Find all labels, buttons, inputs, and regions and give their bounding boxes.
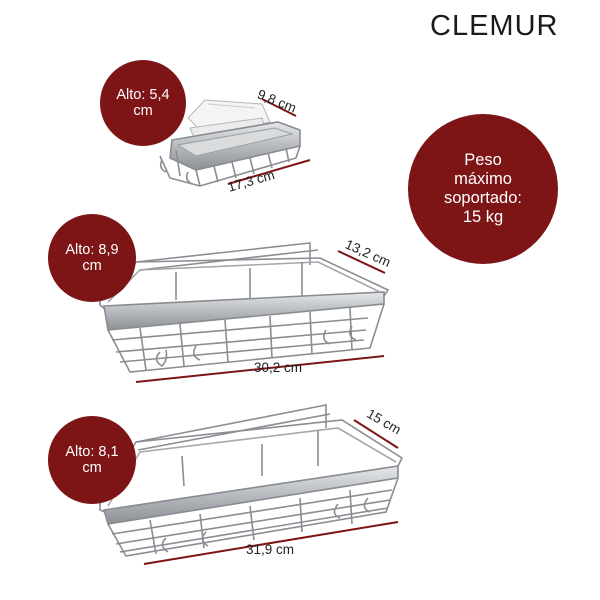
large-height-badge: Alto: 8,1 cm: [48, 416, 136, 504]
large-width-label: 31,9 cm: [246, 542, 295, 557]
soap-rack-illustration: [159, 99, 301, 187]
medium-rack-illustration: [99, 242, 390, 373]
small-width-line: [227, 159, 311, 185]
badge-line-2: máximo: [454, 170, 512, 188]
small-height-unit: cm: [133, 103, 153, 119]
medium-width-line: [135, 355, 385, 383]
max-weight-badge: Peso máximo soportado: 15 kg: [408, 114, 558, 264]
small-height-text: Alto: 5,4: [116, 87, 170, 103]
medium-width-label: 30,2 cm: [254, 360, 303, 375]
small-depth-line: [261, 98, 297, 117]
large-rack-illustration: [99, 404, 404, 557]
large-height-text: Alto: 8,1: [65, 444, 119, 460]
large-width-line: [143, 521, 399, 565]
medium-height-text: Alto: 8,9: [65, 242, 119, 258]
medium-height-badge: Alto: 8,9 cm: [48, 214, 136, 302]
badge-line-3: soportado:: [444, 189, 522, 207]
large-height-unit: cm: [82, 460, 102, 476]
medium-depth-line: [337, 250, 386, 274]
medium-height-unit: cm: [82, 258, 102, 274]
badge-line-1: Peso: [464, 151, 502, 169]
large-depth-line: [353, 419, 399, 449]
badge-line-4: 15 kg: [462, 208, 504, 226]
brand-logo: CLEMUR: [430, 10, 559, 42]
small-height-badge: Alto: 5,4 cm: [100, 60, 186, 146]
